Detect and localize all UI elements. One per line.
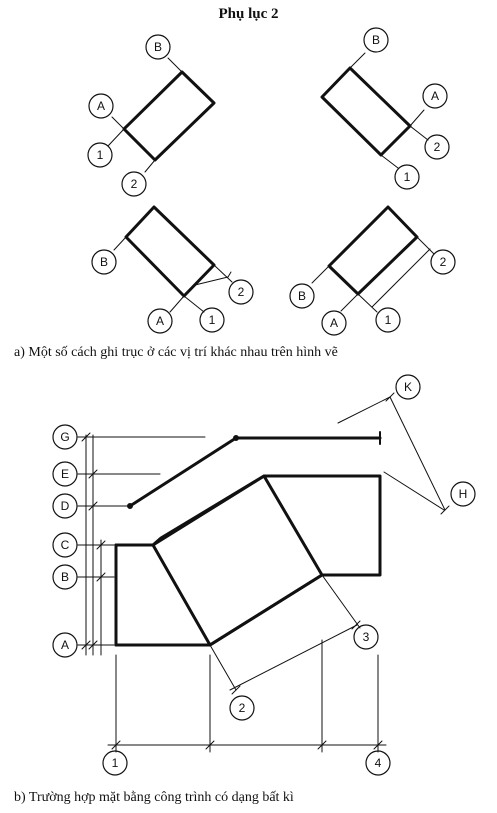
diagram-a-top-right (320, 52, 429, 169)
diagram-a-bottom-right (311, 205, 435, 313)
axis-label: B (298, 289, 306, 303)
axis-bubble-2 (424, 134, 450, 160)
caption-b: b) Trường hợp mặt bằng công trình có dạn… (14, 790, 294, 805)
rotated-block (151, 474, 324, 647)
axis-label: A (431, 89, 439, 103)
axis-label: B (100, 255, 108, 269)
axis-label: A (156, 314, 164, 328)
building-outline (122, 70, 216, 162)
axis-bubble-A (88, 93, 114, 119)
axis-bubble-2 (228, 279, 254, 305)
axis-label: 1 (385, 313, 392, 327)
axis-label: B (61, 570, 69, 584)
axis-label: 2 (238, 285, 245, 299)
axis-label: 3 (363, 630, 370, 644)
axis-bubble-A (422, 83, 448, 109)
axis-bubble-D (52, 493, 78, 519)
axis-label: 2 (434, 140, 441, 154)
axis-bubble-A (147, 308, 173, 334)
diagram-a-bottom-left (113, 205, 233, 313)
axis-bubble-1 (87, 142, 113, 168)
axis-bubble-B (145, 34, 171, 60)
building-outline (124, 205, 216, 298)
axis-label: 2 (131, 177, 138, 191)
diagram-b-plan (77, 392, 450, 753)
plan-outline-top (128, 436, 382, 508)
axis-bubble-1 (102, 750, 128, 776)
axis-bubble-2 (121, 171, 147, 197)
axis-label: 2 (239, 701, 246, 715)
axis-label: 1 (112, 756, 119, 770)
axis-label: 1 (209, 313, 216, 327)
axis-bubble-H (450, 481, 476, 507)
axis-bubble-1 (394, 164, 420, 190)
axis-bubble-1 (375, 307, 401, 333)
axis-bubble-A (52, 632, 78, 658)
axis-label: B (154, 40, 162, 54)
axis-bubble-3 (353, 624, 379, 650)
axis-bubble-B (91, 249, 117, 275)
axis-label: 1 (404, 170, 411, 184)
axis-label: G (60, 430, 69, 444)
axis-bubble-A (321, 310, 347, 336)
axis-bubble-E (52, 461, 78, 487)
axis-label: 4 (375, 756, 382, 770)
axis-label: 2 (440, 255, 447, 269)
axis-label: E (61, 467, 69, 481)
axis-label: A (61, 638, 69, 652)
axis-bubble-B (363, 27, 389, 53)
axis-bubble-4 (365, 750, 391, 776)
axis-label: B (372, 33, 380, 47)
axis-bubble-C (52, 532, 78, 558)
axis-bubble-B (52, 564, 78, 590)
axis-bubble-1 (199, 307, 225, 333)
axis-bubble-G (52, 424, 78, 450)
axis-bubble-K (395, 374, 421, 400)
building-outline (320, 66, 412, 157)
axis-label: A (97, 99, 105, 113)
axis-label: H (459, 487, 468, 501)
axis-label: 1 (97, 148, 104, 162)
axis-label: D (61, 499, 70, 513)
caption-a: a) Một số cách ghi trục ở các vị trí khá… (14, 345, 338, 360)
page-title: Phụ lục 2 (218, 6, 279, 22)
axis-label: K (404, 380, 412, 394)
axis-label: A (330, 316, 338, 330)
axis-label: C (61, 538, 70, 552)
axis-bubble-2 (229, 695, 255, 721)
building-outline (327, 205, 419, 296)
diagram-a-top-left (107, 57, 216, 173)
axis-bubble-2 (430, 249, 456, 275)
axis-bubble-B (289, 283, 315, 309)
